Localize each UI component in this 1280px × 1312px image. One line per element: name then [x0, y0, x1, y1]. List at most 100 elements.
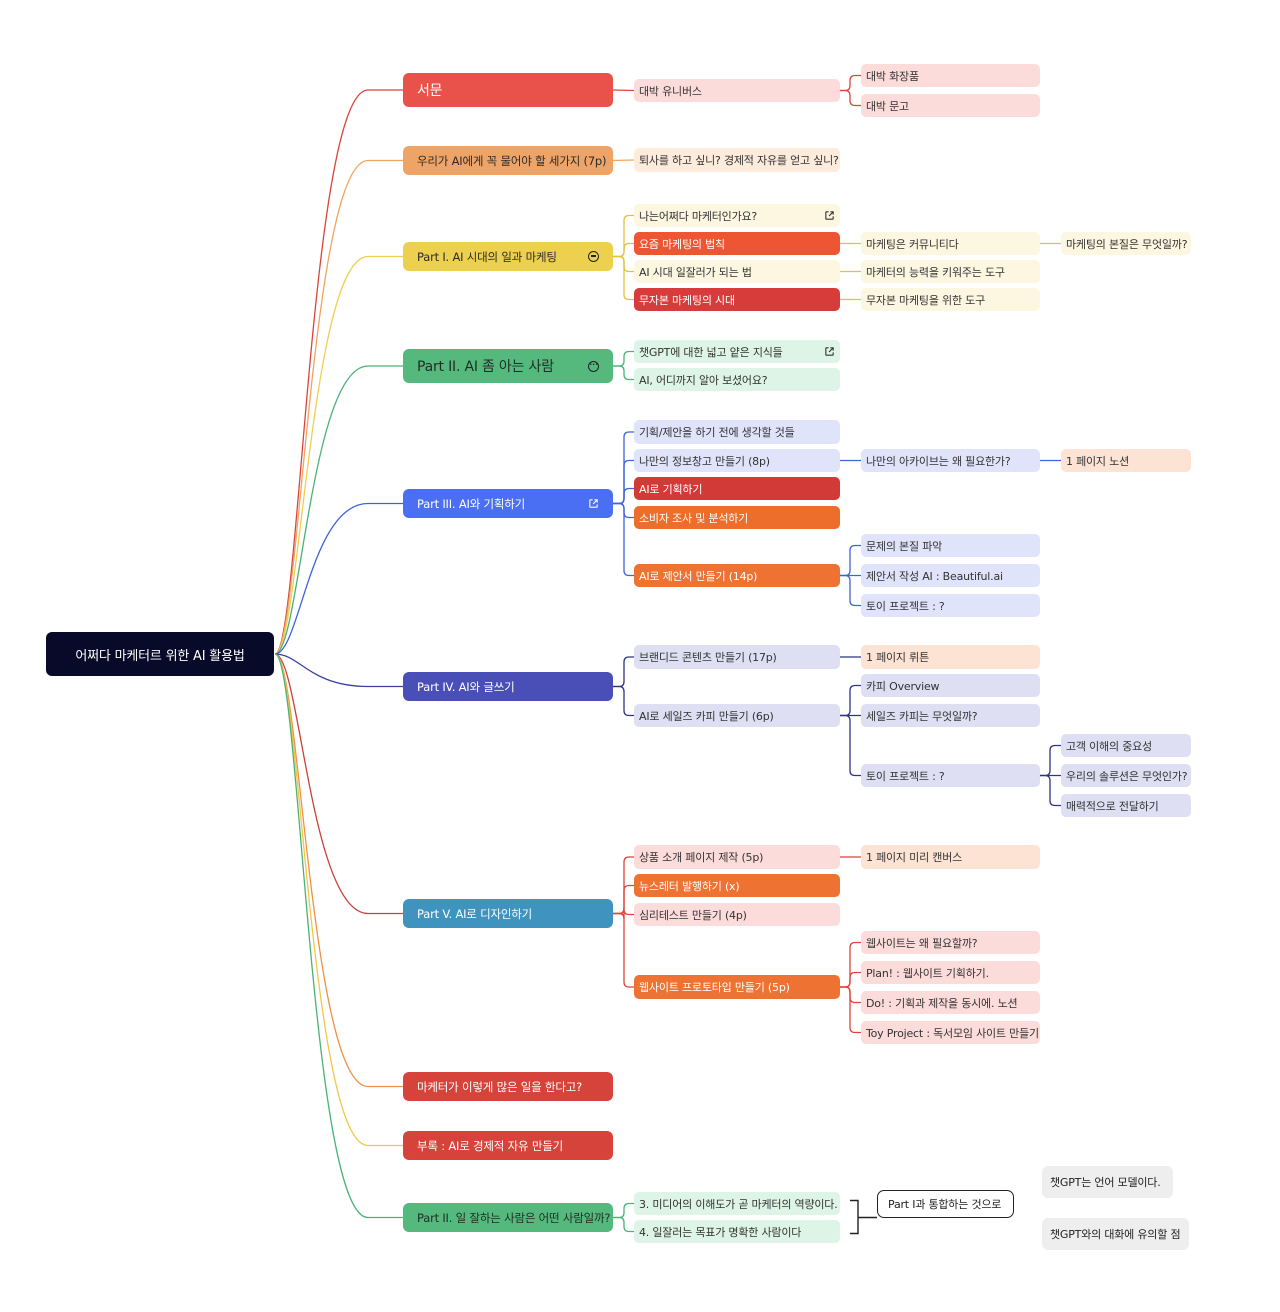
topic-33[interactable]: 매력적으로 전달하기	[1061, 794, 1191, 817]
elbow-link	[613, 685, 634, 717]
topic-25[interactable]: 브랜디드 콘텐츠 만들기 (17p)	[634, 645, 840, 669]
root-link-10	[274, 653, 403, 1219]
topic-26[interactable]: AI로 세일즈 카피 만들기 (6p)	[634, 704, 840, 727]
elbow-link	[1040, 774, 1061, 807]
topic-4[interactable]: 퇴사를 하고 싶니? 경제적 자유를 얻고 싶니?	[634, 148, 840, 172]
topic-11[interactable]: 마케터의 능력을 키워주는 도구	[861, 260, 1040, 283]
external-link-icon[interactable]	[824, 210, 835, 221]
topic-44[interactable]: 4. 일잘러는 목표가 명확한 사람이다	[634, 1220, 840, 1243]
branch-4[interactable]: Part II. AI 좀 아는 사람	[403, 349, 613, 383]
topic-24-label: 토이 프로젝트 : ?	[866, 599, 945, 613]
elbow-link	[840, 684, 861, 717]
topic-12-label: 무자본 마케팅을 위한 도구	[866, 293, 986, 307]
topic-10[interactable]: 마케팅의 본질은 무엇일까?	[1061, 232, 1191, 255]
topic-19[interactable]: AI로 제안서 만들기 (14p)	[634, 564, 840, 587]
topic-3-label: 대박 문고	[866, 99, 909, 113]
topic-43-label: 3. 미디어의 이해도가 곧 마케터의 역량이다.	[639, 1197, 838, 1211]
branch-8-label: 마케터가 이렇게 많은 일을 한다고?	[417, 1079, 583, 1094]
topic-1[interactable]: 대박 유니버스	[634, 79, 840, 102]
topic-29[interactable]: 세일즈 카피는 무엇일까?	[861, 704, 1040, 727]
topic-6[interactable]: 요즘 마케팅의 법칙	[634, 232, 840, 255]
elbow-link	[613, 1216, 634, 1233]
root-topic[interactable]: 어쩌다 마케터르 위한 AI 활용법	[46, 632, 274, 676]
topic-2[interactable]: 대박 화장품	[861, 64, 1040, 87]
topic-6-label: 요즘 마케팅의 법칙	[639, 237, 725, 251]
topic-30[interactable]: 토이 프로젝트 : ?	[861, 764, 1040, 787]
topic-18[interactable]: 소비자 조사 및 분석하기	[634, 506, 840, 529]
elbow-link	[840, 74, 861, 92]
branch-10[interactable]: Part II. 일 잘하는 사람은 어떤 사람일까?	[403, 1203, 613, 1232]
topic-20[interactable]: 나만의 아카이브는 왜 필요한가?	[861, 449, 1040, 472]
topic-44-label: 4. 일잘러는 목표가 명확한 사람이다	[639, 1225, 802, 1239]
topic-28[interactable]: 카피 Overview	[861, 674, 1040, 697]
elbow-link	[613, 365, 634, 381]
topic-14[interactable]: AI, 어디까지 알아 보셨어요?	[634, 368, 840, 391]
root-link-9	[274, 653, 403, 1147]
elbow-link	[1040, 744, 1061, 777]
topic-13[interactable]: 챗GPT에 대한 넓고 얕은 지식들	[634, 340, 840, 363]
topic-41[interactable]: Do! : 기획과 제작을 동시에. 노션	[861, 991, 1040, 1014]
branch-5[interactable]: Part III. AI와 기획하기	[403, 489, 613, 518]
elbow-link	[840, 89, 861, 107]
topic-45[interactable]: Part I과 통합하는 것으로	[877, 1190, 1014, 1218]
topic-31-label: 고객 이해의 중요성	[1066, 739, 1152, 753]
topic-12[interactable]: 무자본 마케팅을 위한 도구	[861, 288, 1040, 311]
topic-39[interactable]: 웹사이트는 왜 필요할까?	[861, 931, 1040, 954]
topic-42[interactable]: Toy Project : 독서모임 사이트 만들기	[861, 1021, 1040, 1044]
topic-4-label: 퇴사를 하고 싶니? 경제적 자유를 얻고 싶니?	[639, 154, 839, 167]
topic-22[interactable]: 문제의 본질 파악	[861, 534, 1040, 557]
branch-8[interactable]: 마케터가 이렇게 많은 일을 한다고?	[403, 1072, 613, 1101]
external-link-icon[interactable]	[588, 498, 599, 509]
branch-10-label: Part II. 일 잘하는 사람은 어떤 사람일까?	[417, 1210, 611, 1225]
topic-38[interactable]: 1 페이지 미리 캔버스	[861, 845, 1040, 869]
topic-8[interactable]: 무자본 마케팅의 시대	[634, 288, 840, 311]
topic-29-label: 세일즈 카피는 무엇일까?	[866, 709, 978, 723]
topic-11-label: 마케터의 능력을 키워주는 도구	[866, 265, 1005, 279]
branch-4-label: Part II. AI 좀 아는 사람	[417, 359, 554, 375]
topic-15[interactable]: 기획/제안을 하기 전에 생각할 것들	[634, 420, 840, 444]
topic-7-label: AI 시대 일잘러가 되는 법	[639, 265, 752, 279]
root-link-6	[274, 653, 403, 688]
topic-34[interactable]: 상품 소개 페이지 제작 (5p)	[634, 845, 840, 869]
root-link-7	[274, 653, 403, 915]
topic-47[interactable]: 챗GPT와의 대화에 유의할 점	[1042, 1218, 1189, 1250]
topic-27[interactable]: 1 페이지 뤼튼	[861, 645, 1040, 669]
topic-43[interactable]: 3. 미디어의 이해도가 곧 마케터의 역량이다.	[634, 1192, 840, 1215]
topic-14-label: AI, 어디까지 알아 보셨어요?	[639, 373, 768, 387]
topic-37[interactable]: 웹사이트 프로토타입 만들기 (5p)	[634, 975, 840, 999]
collapse-icon[interactable]	[588, 251, 599, 262]
topic-40[interactable]: Plan! : 웹사이트 기획하기.	[861, 961, 1040, 984]
topic-10-label: 마케팅의 본질은 무엇일까?	[1066, 237, 1188, 251]
topic-23[interactable]: 제안서 작성 AI : Beautiful.ai	[861, 564, 1040, 587]
topic-31[interactable]: 고객 이해의 중요성	[1061, 734, 1191, 757]
topic-40-label: Plan! : 웹사이트 기획하기.	[866, 966, 989, 980]
topic-27-label: 1 페이지 뤼튼	[866, 651, 929, 664]
branch-7[interactable]: Part V. AI로 디자인하기	[403, 899, 613, 928]
topic-24[interactable]: 토이 프로젝트 : ?	[861, 594, 1040, 617]
topic-9[interactable]: 마케팅은 커뮤니티다	[861, 232, 1040, 255]
branch-3[interactable]: Part I. AI 시대의 일과 마케팅	[403, 242, 613, 271]
more-icon[interactable]	[588, 360, 599, 372]
branch-5-label: Part III. AI와 기획하기	[417, 496, 526, 511]
branch-1[interactable]: 서문	[403, 73, 613, 107]
elbow-link	[612, 159, 635, 162]
topic-5[interactable]: 나는어쩌다 마케터인가요?	[634, 204, 840, 227]
topic-3[interactable]: 대박 문고	[861, 94, 1040, 117]
topic-17[interactable]: AI로 기획하기	[634, 477, 840, 500]
topic-46[interactable]: 챗GPT는 언어 모델이다.	[1042, 1166, 1173, 1198]
elbow-link	[840, 544, 861, 577]
topic-16[interactable]: 나만의 정보창고 만들기 (8p)	[634, 449, 840, 472]
elbow-link	[612, 89, 635, 92]
branch-9[interactable]: 부록 : AI로 경제적 자유 만들기	[403, 1131, 613, 1160]
branch-2[interactable]: 우리가 AI에게 꼭 물어야 할 세가지 (7p)	[403, 146, 613, 175]
topic-42-label: Toy Project : 독서모임 사이트 만들기	[866, 1026, 1039, 1040]
topic-7[interactable]: AI 시대 일잘러가 되는 법	[634, 260, 840, 283]
branch-6[interactable]: Part IV. AI와 글쓰기	[403, 672, 613, 701]
topic-32[interactable]: 우리의 솔루션은 무엇인가?	[1061, 764, 1191, 787]
topic-23-label: 제안서 작성 AI : Beautiful.ai	[866, 569, 1003, 583]
topic-35[interactable]: 뉴스레터 발행하기 (x)	[634, 874, 840, 897]
external-link-icon[interactable]	[824, 346, 835, 357]
topic-36[interactable]: 심리테스트 만들기 (4p)	[634, 903, 840, 926]
topic-21[interactable]: 1 페이지 노션	[1061, 449, 1191, 472]
